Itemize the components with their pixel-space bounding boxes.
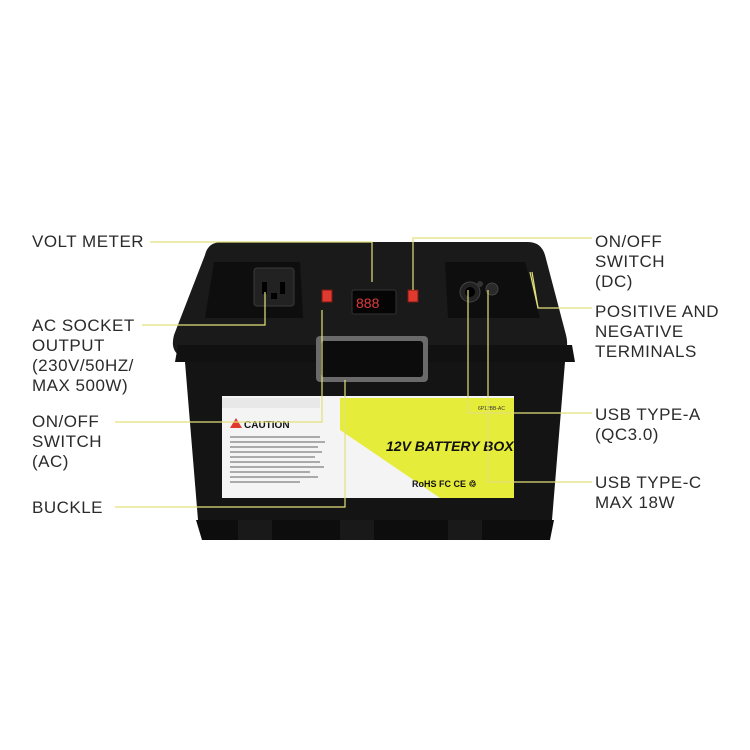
volt-meter-reading: 888 (356, 295, 380, 311)
model-number: 6P12BB-AC (478, 406, 505, 412)
product-title: 12V BATTERY BOX (386, 438, 515, 454)
label-buckle: BUCKLE (32, 498, 104, 517)
label-terminals: POSITIVE AND NEGATIVE TERMINALS (595, 302, 720, 361)
label-usb-c: USB TYPE-C MAX 18W (595, 473, 702, 512)
label-onoff-dc: ON/OFF SWITCH (DC) (595, 232, 666, 291)
caution-text: CAUTION (244, 420, 290, 431)
label-onoff-ac: ON/OFF SWITCH (AC) (32, 412, 103, 471)
certification-marks: RoHS FC CE ♲ (412, 479, 477, 489)
usb-port (485, 282, 499, 296)
volt-meter-display (351, 289, 397, 315)
label-ac-socket: AC SOCKET OUTPUT (230V/50HZ/ MAX 500W) (32, 316, 135, 395)
ac-switch (321, 289, 333, 303)
dc-switch (407, 289, 419, 303)
leader-lines (115, 237, 592, 508)
label-volt-meter: VOLT METER (32, 232, 145, 251)
ac-socket (253, 267, 295, 307)
label-usb-a: USB TYPE-A (QC3.0) (595, 405, 701, 444)
